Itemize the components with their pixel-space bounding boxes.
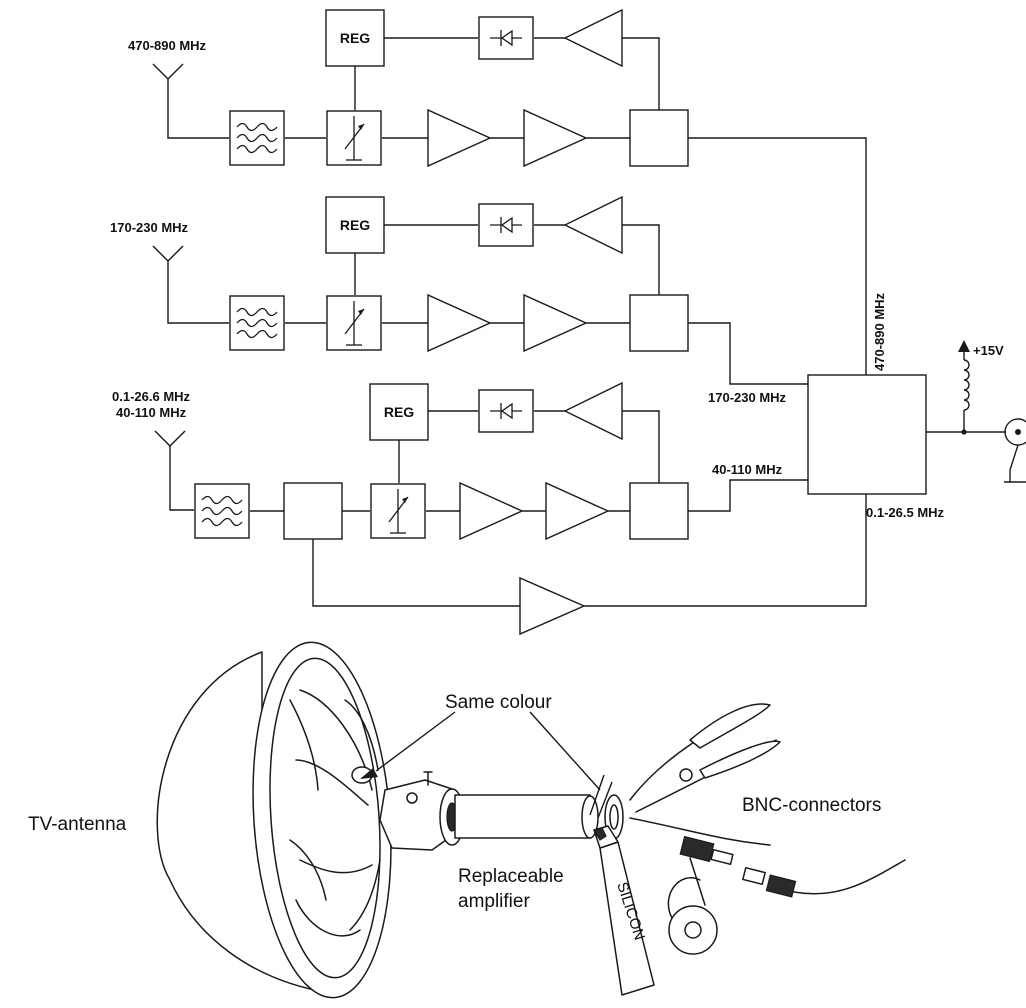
detector-diode-icon [478, 16, 534, 60]
installation-illustration: SILICON Same colour TV-antenna Replaceab… [28, 641, 906, 999]
feedback-amplifier-icon [563, 195, 623, 255]
antenna-vhf-icon [152, 245, 184, 279]
combiner-input-upper-label: 470-890 MHz [872, 292, 887, 371]
variable-attenuator-icon [370, 483, 426, 539]
amplifier-stage-icon [545, 481, 610, 541]
variable-attenuator-icon [326, 295, 382, 351]
amplifier-stage-icon [523, 108, 588, 168]
combiner-block [807, 374, 927, 495]
combiner-input-middle-label: 170-230 MHz [708, 390, 787, 405]
regulator-label: REG [340, 30, 370, 46]
supply-arrow-icon [958, 340, 970, 352]
tv-antenna-label: TV-antenna [28, 814, 127, 835]
same-colour-note: Same colour [445, 692, 552, 713]
detector-diode-icon [478, 389, 534, 433]
antenna-label-lf-line2: 40-110 MHz [116, 405, 187, 420]
bnc-connector-icon [679, 835, 715, 863]
bandpass-filter-icon [229, 110, 285, 166]
splitter-block [629, 294, 689, 352]
replaceable-amplifier-body [454, 794, 591, 839]
bnc-connectors-label: BNC-connectors [742, 795, 881, 816]
splitter-block [629, 109, 689, 167]
amplifier-label-line2: amplifier [458, 891, 530, 912]
bypass-amplifier-icon [519, 576, 586, 636]
bandpass-filter-icon [229, 295, 285, 351]
feedback-amplifier-icon [563, 381, 623, 441]
choke-coil-icon [963, 359, 970, 411]
amplifier-stage-icon [427, 108, 492, 168]
splitter-block [283, 482, 343, 540]
combiner: 170-230 MHz 40-110 MHz 0.1-26.5 MHz 470-… [708, 292, 1026, 520]
amplifier-stage-icon [523, 293, 588, 353]
regulator-label: REG [340, 217, 370, 233]
supply-voltage-label: +15V [973, 343, 1004, 358]
variable-attenuator-icon [326, 110, 382, 166]
antenna-lf-icon [154, 430, 186, 464]
amplifier-stage-icon [427, 293, 492, 353]
antenna-label-vhf: 170-230 MHz [110, 220, 189, 235]
splitter-block [629, 482, 689, 540]
antenna-uhf-icon [152, 63, 184, 97]
regulator-block [325, 9, 385, 67]
feedback-amplifier-icon [563, 8, 623, 68]
detector-diode-icon [478, 203, 534, 247]
regulator-label: REG [384, 404, 414, 420]
bnc-connector-icon [765, 874, 797, 898]
antenna-label-uhf: 470-890 MHz [128, 38, 207, 53]
regulator-block [369, 383, 429, 441]
combiner-input-bottom-label: 0.1-26.5 MHz [866, 505, 945, 520]
bandpass-filter-icon [194, 483, 250, 539]
amplifier-stage-icon [459, 481, 524, 541]
amplifier-label-line1: Replaceable [458, 866, 564, 887]
chain-vhf: 170-230 MHz REG [110, 195, 808, 385]
chain-uhf: 470-890 MHz REG [128, 8, 867, 375]
chain-lf: 0.1-26.6 MHz 40-110 MHz REG [112, 381, 867, 636]
antenna-label-lf-line1: 0.1-26.6 MHz [112, 389, 191, 404]
combiner-input-lower-label: 40-110 MHz [712, 462, 783, 477]
